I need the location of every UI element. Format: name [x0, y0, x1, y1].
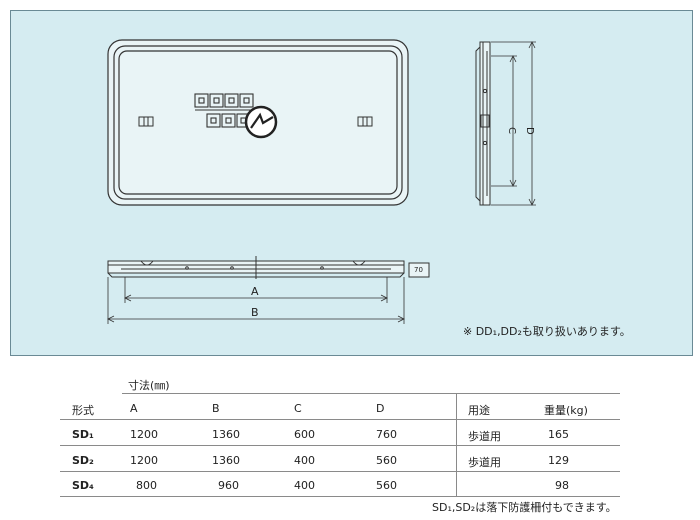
label-a: A [251, 285, 259, 298]
header-a: A [130, 402, 138, 415]
header-d: D [376, 402, 385, 415]
cell-a: 1200 [130, 454, 158, 467]
dimension-a [124, 277, 388, 303]
cell-use: 歩道用 [468, 456, 501, 469]
drawing-panel: C D 70 A B [10, 10, 693, 356]
front-view [107, 256, 430, 279]
cell-c: 400 [294, 479, 315, 492]
side-view-right [475, 41, 491, 206]
header-model: 形式 [72, 404, 94, 417]
table-rule-1 [60, 445, 620, 446]
cell-d: 560 [376, 454, 397, 467]
dimension-d [491, 41, 536, 206]
cell-model: SD₄ [72, 479, 94, 492]
header-b: B [212, 402, 220, 415]
cell-b: 1360 [212, 454, 240, 467]
label-b: B [251, 306, 259, 319]
table-rule-top [122, 393, 620, 394]
cell-d: 760 [376, 428, 397, 441]
table-rule-bottom [60, 496, 620, 497]
label-d: D [524, 127, 535, 135]
cell-model: SD₂ [72, 454, 94, 467]
cell-d: 560 [376, 479, 397, 492]
cell-c: 600 [294, 428, 315, 441]
technical-drawing: C D 70 A B [107, 39, 536, 324]
header-use: 用途 [468, 404, 490, 417]
lift-hole-left [138, 116, 154, 127]
table-rule-header [60, 419, 620, 420]
table-divider [456, 393, 457, 496]
table-rule-2 [60, 471, 620, 472]
cell-model: SD₁ [72, 428, 94, 441]
cell-weight: 129 [548, 454, 569, 467]
header-c: C [294, 402, 302, 415]
cell-weight: 98 [555, 479, 569, 492]
cell-use: 歩道用 [468, 430, 501, 443]
cell-a: 1200 [130, 428, 158, 441]
logo-emblem [244, 105, 278, 139]
label-thickness: 70 [414, 266, 423, 274]
label-c: C [506, 127, 517, 134]
unit-label: 寸法(㎜) [128, 379, 170, 392]
cell-b: 1360 [212, 428, 240, 441]
cell-c: 400 [294, 454, 315, 467]
cell-weight: 165 [548, 428, 569, 441]
header-weight: 重量(kg) [544, 404, 588, 417]
table-footnote: SD₁,SD₂は落下防護柵付もできます。 [432, 501, 617, 514]
dimension-c [491, 55, 517, 187]
cell-b: 960 [218, 479, 239, 492]
cell-a: 800 [136, 479, 157, 492]
dimension-b [107, 277, 405, 324]
lift-hole-right [357, 116, 373, 127]
drawing-note: ※ DD₁,DD₂も取り扱いあります。 [463, 325, 631, 338]
